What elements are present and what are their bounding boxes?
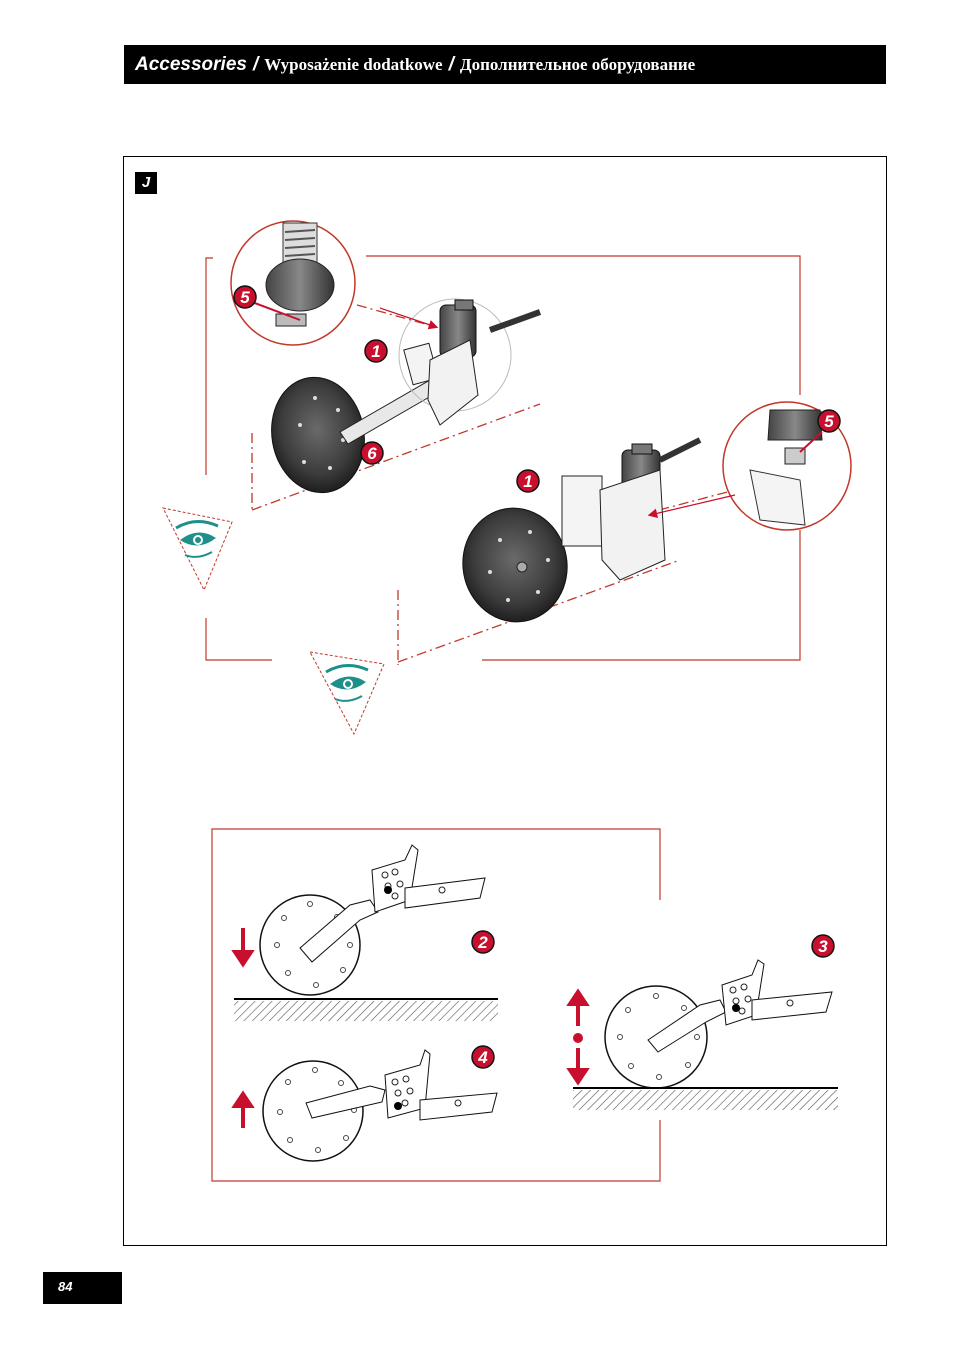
svg-text:4: 4: [477, 1048, 488, 1067]
callout-badge: 2: [471, 930, 495, 954]
figure-frame: [123, 156, 887, 1246]
upper-frame-lines: [205, 255, 801, 661]
arrow-updown-icon: [566, 988, 590, 1086]
svg-text:2: 2: [477, 933, 488, 952]
callout-badge: 5: [233, 285, 257, 309]
callout-badge: 1: [364, 339, 388, 363]
callout-badge: 4: [471, 1045, 495, 1069]
header-title-ru: Дополнительное оборудование: [459, 54, 696, 74]
detail-circle-bolt-right: [722, 401, 852, 531]
gauge-wheel-1: [271, 298, 542, 494]
adjust-diagram-2: [231, 844, 498, 1021]
pointer-arrow: [379, 307, 439, 330]
pointer-arrow: [647, 494, 736, 519]
svg-text:5: 5: [240, 288, 250, 307]
adjust-diagram-3: [566, 959, 838, 1110]
gauge-wheel-2: [462, 437, 702, 623]
svg-text:1: 1: [523, 472, 532, 491]
header-title-en: Accessories: [135, 53, 247, 75]
adjust-diagram-4: [231, 1049, 498, 1162]
arrow-up-icon: [231, 1090, 255, 1128]
adjustment-frame: [211, 828, 661, 1182]
header-separator: /: [448, 53, 454, 75]
callout-badge: 3: [811, 934, 835, 958]
page-number: 84: [43, 1272, 122, 1304]
eye-icon: [162, 507, 233, 592]
svg-text:1: 1: [371, 342, 380, 361]
header-separator: /: [252, 53, 259, 75]
eye-icon: [309, 651, 385, 736]
detail-circle-bolt: [230, 220, 356, 346]
svg-text:6: 6: [367, 444, 377, 463]
section-header: Accessories / Wyposażenie dodatkowe / До…: [124, 45, 886, 84]
svg-text:3: 3: [818, 937, 828, 956]
callout-badge: 5: [817, 409, 841, 433]
section-letter: J: [135, 172, 157, 194]
arrow-down-icon: [231, 928, 255, 968]
svg-text:5: 5: [824, 412, 834, 431]
callout-badge: 1: [516, 469, 540, 493]
callout-badge: 6: [360, 441, 384, 465]
header-title-pl: Wyposażenie dodatkowe: [264, 54, 443, 74]
